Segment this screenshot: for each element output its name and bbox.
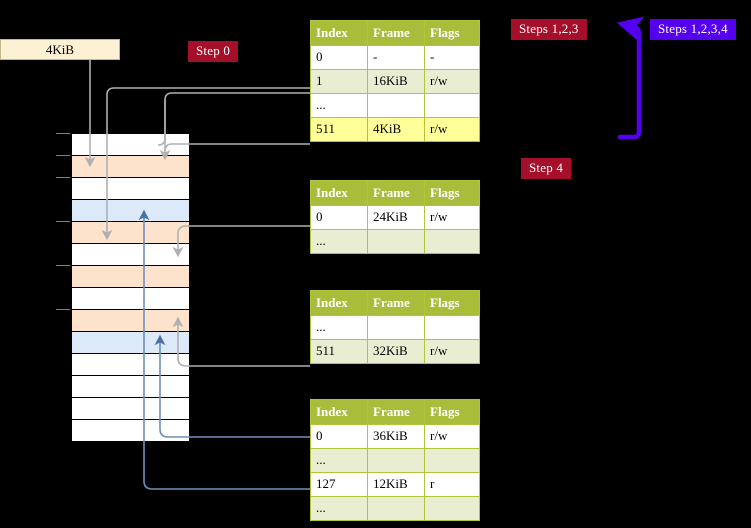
cell-frame: 32KiB — [367, 339, 425, 364]
cell-flags: r — [424, 472, 480, 497]
cell-index: ... — [310, 315, 368, 340]
cell-flags — [424, 93, 480, 118]
table-row: ... — [310, 448, 480, 473]
memory-frame-row — [72, 332, 189, 354]
cell-flags — [424, 448, 480, 473]
column-header-flags: Flags — [424, 180, 480, 206]
memory-column — [71, 133, 190, 441]
wire-violet-steps-arrow — [616, 16, 645, 140]
cell-index: ... — [310, 93, 368, 118]
memory-frame-row — [72, 354, 189, 376]
cell-frame — [367, 496, 425, 521]
column-header-frame: Frame — [367, 399, 425, 425]
column-header-flags: Flags — [424, 20, 480, 46]
wire-pdpt-row0-to-memory — [172, 225, 310, 258]
cell-flags — [424, 229, 480, 254]
wire-gray-trunk-a — [167, 93, 310, 101]
cell-frame: 12KiB — [367, 472, 425, 497]
cell-index: 1 — [310, 69, 368, 94]
column-header-flags: Flags — [424, 290, 480, 316]
cell-flags — [424, 496, 480, 521]
cell-frame: - — [367, 45, 425, 70]
cell-frame: 24KiB — [367, 205, 425, 230]
memory-tick-mark — [56, 133, 70, 134]
memory-frame-row — [72, 178, 189, 200]
cell-flags: - — [424, 45, 480, 70]
memory-frame-row — [72, 134, 189, 156]
memory-label-text: 4KiB — [45, 41, 75, 57]
cell-frame: 4KiB — [367, 117, 425, 142]
cell-index: ... — [310, 448, 368, 473]
memory-tick-mark — [56, 309, 70, 310]
memory-frame-row — [72, 222, 189, 244]
memory-frame-row — [72, 244, 189, 266]
cell-frame — [367, 448, 425, 473]
memory-frame-row — [72, 310, 189, 332]
column-header-frame: Frame — [367, 20, 425, 46]
wire-gray-long-vertical — [106, 87, 310, 96]
cell-frame: 16KiB — [367, 69, 425, 94]
badge-step-4: Step 4 — [521, 158, 572, 179]
memory-tick-mark — [56, 155, 70, 156]
cell-index: ... — [310, 229, 368, 254]
cell-flags: r/w — [424, 69, 480, 94]
memory-frame-row — [72, 376, 189, 398]
cell-flags — [424, 315, 480, 340]
cell-flags: r/w — [424, 205, 480, 230]
column-header-frame: Frame — [367, 180, 425, 206]
cell-flags: r/w — [424, 339, 480, 364]
table-row: ... — [310, 229, 480, 254]
column-header-index: Index — [310, 399, 368, 425]
wire-pd-row511-to-memory — [172, 316, 310, 367]
cell-index: 511 — [310, 117, 368, 142]
cell-index: 0 — [310, 205, 368, 230]
memory-frame-row — [72, 288, 189, 310]
column-header-flags: Flags — [424, 399, 480, 425]
cell-flags: r/w — [424, 117, 480, 142]
column-header-index: Index — [310, 290, 368, 316]
memory-tick-mark — [56, 221, 70, 222]
memory-frame-row — [72, 156, 189, 178]
memory-frame-row — [72, 200, 189, 222]
cell-index: 511 — [310, 339, 368, 364]
cell-index: 0 — [310, 45, 368, 70]
column-header-index: Index — [310, 20, 368, 46]
memory-frame-row — [72, 266, 189, 288]
cell-frame — [367, 315, 425, 340]
memory-frame-row — [72, 398, 189, 420]
memory-tick-mark — [56, 265, 70, 266]
cell-flags: r/w — [424, 424, 480, 449]
cell-frame — [367, 93, 425, 118]
memory-label-4kib: 4KiB — [0, 39, 120, 60]
cell-index: ... — [310, 496, 368, 521]
table-row: 0-- — [310, 45, 480, 70]
cell-index: 0 — [310, 424, 368, 449]
column-header-index: Index — [310, 180, 368, 206]
table-row: ... — [310, 496, 480, 521]
badge-step-0: Step 0 — [188, 41, 239, 62]
column-header-frame: Frame — [367, 290, 425, 316]
table-row: ... — [310, 93, 480, 118]
cell-frame: 36KiB — [367, 424, 425, 449]
table-row: ... — [310, 315, 480, 340]
memory-frame-row — [72, 420, 189, 441]
badge-steps-123: Steps 1,2,3 — [511, 19, 587, 40]
cell-index: 127 — [310, 472, 368, 497]
badge-steps-1234: Steps 1,2,3,4 — [650, 19, 736, 40]
memory-tick-mark — [56, 177, 70, 178]
cell-frame — [367, 229, 425, 254]
